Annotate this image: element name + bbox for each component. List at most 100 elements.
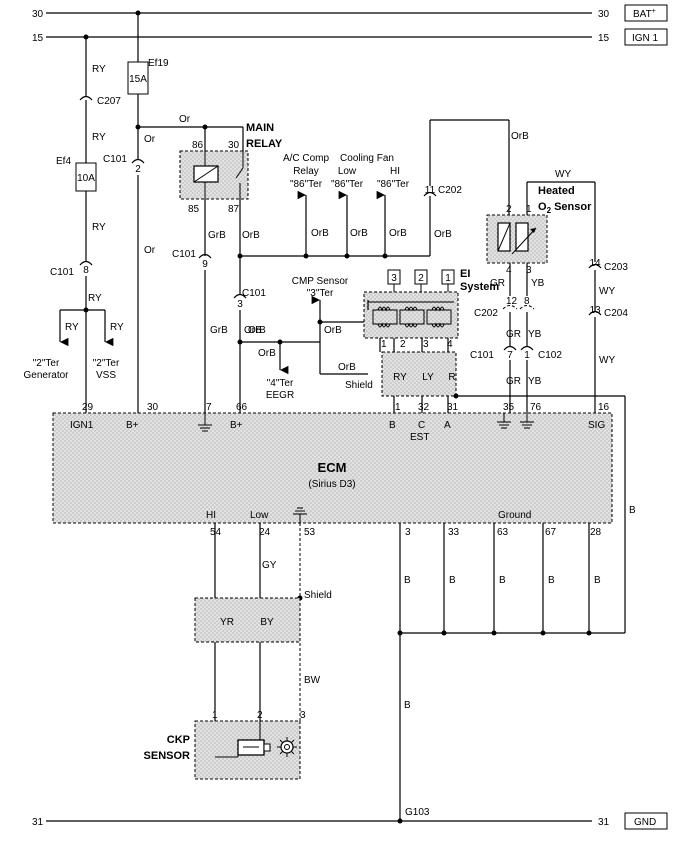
svg-text:B: B bbox=[449, 575, 456, 586]
svg-text:63: 63 bbox=[497, 527, 509, 538]
svg-text:Heated: Heated bbox=[538, 185, 575, 197]
ckp-wiring: GY Shield YR BY BW 1 2 3 CKP SENSOR bbox=[144, 523, 332, 780]
svg-text:GrB: GrB bbox=[210, 325, 228, 336]
ef4-rating: 10A bbox=[77, 173, 95, 184]
svg-text:16: 16 bbox=[598, 402, 610, 413]
ign1-rail-num-left: 15 bbox=[32, 33, 44, 44]
svg-text:14: 14 bbox=[589, 258, 601, 269]
svg-text:OrB: OrB bbox=[311, 228, 329, 239]
svg-text:OrB: OrB bbox=[338, 362, 356, 373]
ei-system: EI System 3 2 1 1 2 3 4 bbox=[345, 268, 636, 633]
svg-text:RY: RY bbox=[92, 222, 106, 233]
ign1-label: IGN 1 bbox=[632, 33, 659, 44]
main-relay: MAIN RELAY 86 30 85 87 GrB C101 9 GrB Or… bbox=[172, 122, 283, 425]
svg-text:YR: YR bbox=[220, 617, 234, 628]
svg-text:4: 4 bbox=[506, 265, 512, 276]
svg-text:YB: YB bbox=[528, 329, 542, 340]
svg-text:B: B bbox=[389, 420, 396, 431]
svg-text:B+: B+ bbox=[126, 420, 139, 431]
svg-text:WY: WY bbox=[599, 355, 615, 366]
svg-text:C: C bbox=[418, 420, 425, 431]
svg-text:87: 87 bbox=[228, 204, 240, 215]
svg-text:2: 2 bbox=[506, 204, 512, 215]
svg-text:CKP: CKP bbox=[167, 734, 190, 746]
svg-text:Ground: Ground bbox=[498, 510, 531, 521]
svg-text:BY: BY bbox=[260, 617, 274, 628]
gnd-rail-num-right: 31 bbox=[598, 817, 610, 828]
svg-text:3: 3 bbox=[391, 273, 397, 284]
svg-text:HI: HI bbox=[390, 166, 400, 177]
c202a-label: C202 bbox=[438, 185, 462, 196]
c101a-label: C101 bbox=[103, 154, 127, 165]
ecm-title: ECM bbox=[318, 460, 347, 475]
svg-text:A/C Comp: A/C Comp bbox=[283, 153, 330, 164]
svg-text:1: 1 bbox=[526, 204, 532, 215]
svg-text:Or: Or bbox=[144, 245, 156, 256]
svg-text:31: 31 bbox=[447, 402, 459, 413]
svg-text:OrB: OrB bbox=[350, 228, 368, 239]
svg-text:MAIN: MAIN bbox=[246, 122, 274, 134]
c101e-label: C101 bbox=[470, 350, 494, 361]
svg-text:3: 3 bbox=[300, 710, 306, 721]
svg-text:3: 3 bbox=[405, 527, 411, 538]
svg-text:1: 1 bbox=[212, 710, 218, 721]
svg-text:OrB: OrB bbox=[389, 228, 407, 239]
svg-text:YB: YB bbox=[531, 278, 545, 289]
svg-text:54: 54 bbox=[210, 527, 222, 538]
svg-text:RY: RY bbox=[393, 372, 407, 383]
ground-wiring: B B B B B B G103 bbox=[397, 523, 625, 824]
ecm-box bbox=[52, 412, 613, 524]
svg-text:GR: GR bbox=[506, 376, 521, 387]
svg-text:YB: YB bbox=[528, 376, 542, 387]
c101c-label: C101 bbox=[172, 249, 196, 260]
svg-text:30: 30 bbox=[228, 140, 240, 151]
shield-label: Shield bbox=[304, 590, 332, 601]
svg-text:GY: GY bbox=[262, 560, 277, 571]
svg-text:Cooling Fan: Cooling Fan bbox=[340, 153, 394, 164]
svg-text:"4"Ter: "4"Ter bbox=[267, 378, 294, 389]
svg-text:"86"Ter: "86"Ter bbox=[331, 179, 364, 190]
svg-text:1: 1 bbox=[381, 339, 387, 350]
orb-distribution: OrB OrB OrB A/C Comp Relay "86"Ter Cooli… bbox=[240, 119, 529, 401]
svg-text:7: 7 bbox=[206, 402, 212, 413]
c203-label: C203 bbox=[604, 262, 628, 273]
svg-text:12: 12 bbox=[506, 296, 518, 307]
svg-text:LY: LY bbox=[422, 372, 434, 383]
svg-text:B: B bbox=[404, 575, 411, 586]
svg-text:WY: WY bbox=[555, 169, 571, 180]
svg-text:3: 3 bbox=[526, 265, 532, 276]
svg-text:35: 35 bbox=[503, 402, 515, 413]
svg-text:Or: Or bbox=[144, 134, 156, 145]
svg-text:30: 30 bbox=[147, 402, 159, 413]
svg-text:RY: RY bbox=[92, 64, 106, 75]
svg-text:EST: EST bbox=[410, 432, 429, 443]
svg-text:OrB: OrB bbox=[248, 325, 266, 336]
svg-text:OrB: OrB bbox=[434, 229, 452, 240]
svg-text:4: 4 bbox=[447, 339, 453, 350]
svg-text:1: 1 bbox=[445, 273, 451, 284]
ign1-rail: 15 15 IGN 1 bbox=[32, 28, 668, 46]
svg-text:76: 76 bbox=[530, 402, 542, 413]
svg-text:"2"Ter: "2"Ter bbox=[93, 358, 120, 369]
svg-text:11: 11 bbox=[425, 185, 436, 196]
svg-text:RELAY: RELAY bbox=[246, 138, 283, 150]
svg-text:1: 1 bbox=[395, 402, 401, 413]
svg-text:EEGR: EEGR bbox=[266, 390, 294, 401]
c207-label: C207 bbox=[97, 96, 121, 107]
svg-text:9: 9 bbox=[202, 259, 208, 270]
svg-text:2: 2 bbox=[135, 164, 141, 175]
svg-text:HI: HI bbox=[206, 510, 216, 521]
c102-label: C102 bbox=[538, 350, 562, 361]
svg-text:8: 8 bbox=[524, 296, 530, 307]
ei-shield-label: Shield bbox=[345, 380, 373, 391]
svg-text:2: 2 bbox=[418, 273, 424, 284]
svg-text:RY: RY bbox=[110, 322, 124, 333]
gnd-rail-num-left: 31 bbox=[32, 817, 44, 828]
heated-o2-sensor: Heated O2 Sensor 2 1 4 3 WY GR YB 12 8 C… bbox=[470, 169, 628, 413]
c202b-label: C202 bbox=[474, 308, 498, 319]
svg-text:"3"Ter: "3"Ter bbox=[307, 288, 334, 299]
ef19-rating: 15A bbox=[129, 74, 147, 85]
svg-text:32: 32 bbox=[418, 402, 430, 413]
c101d-label: C101 bbox=[242, 288, 266, 299]
